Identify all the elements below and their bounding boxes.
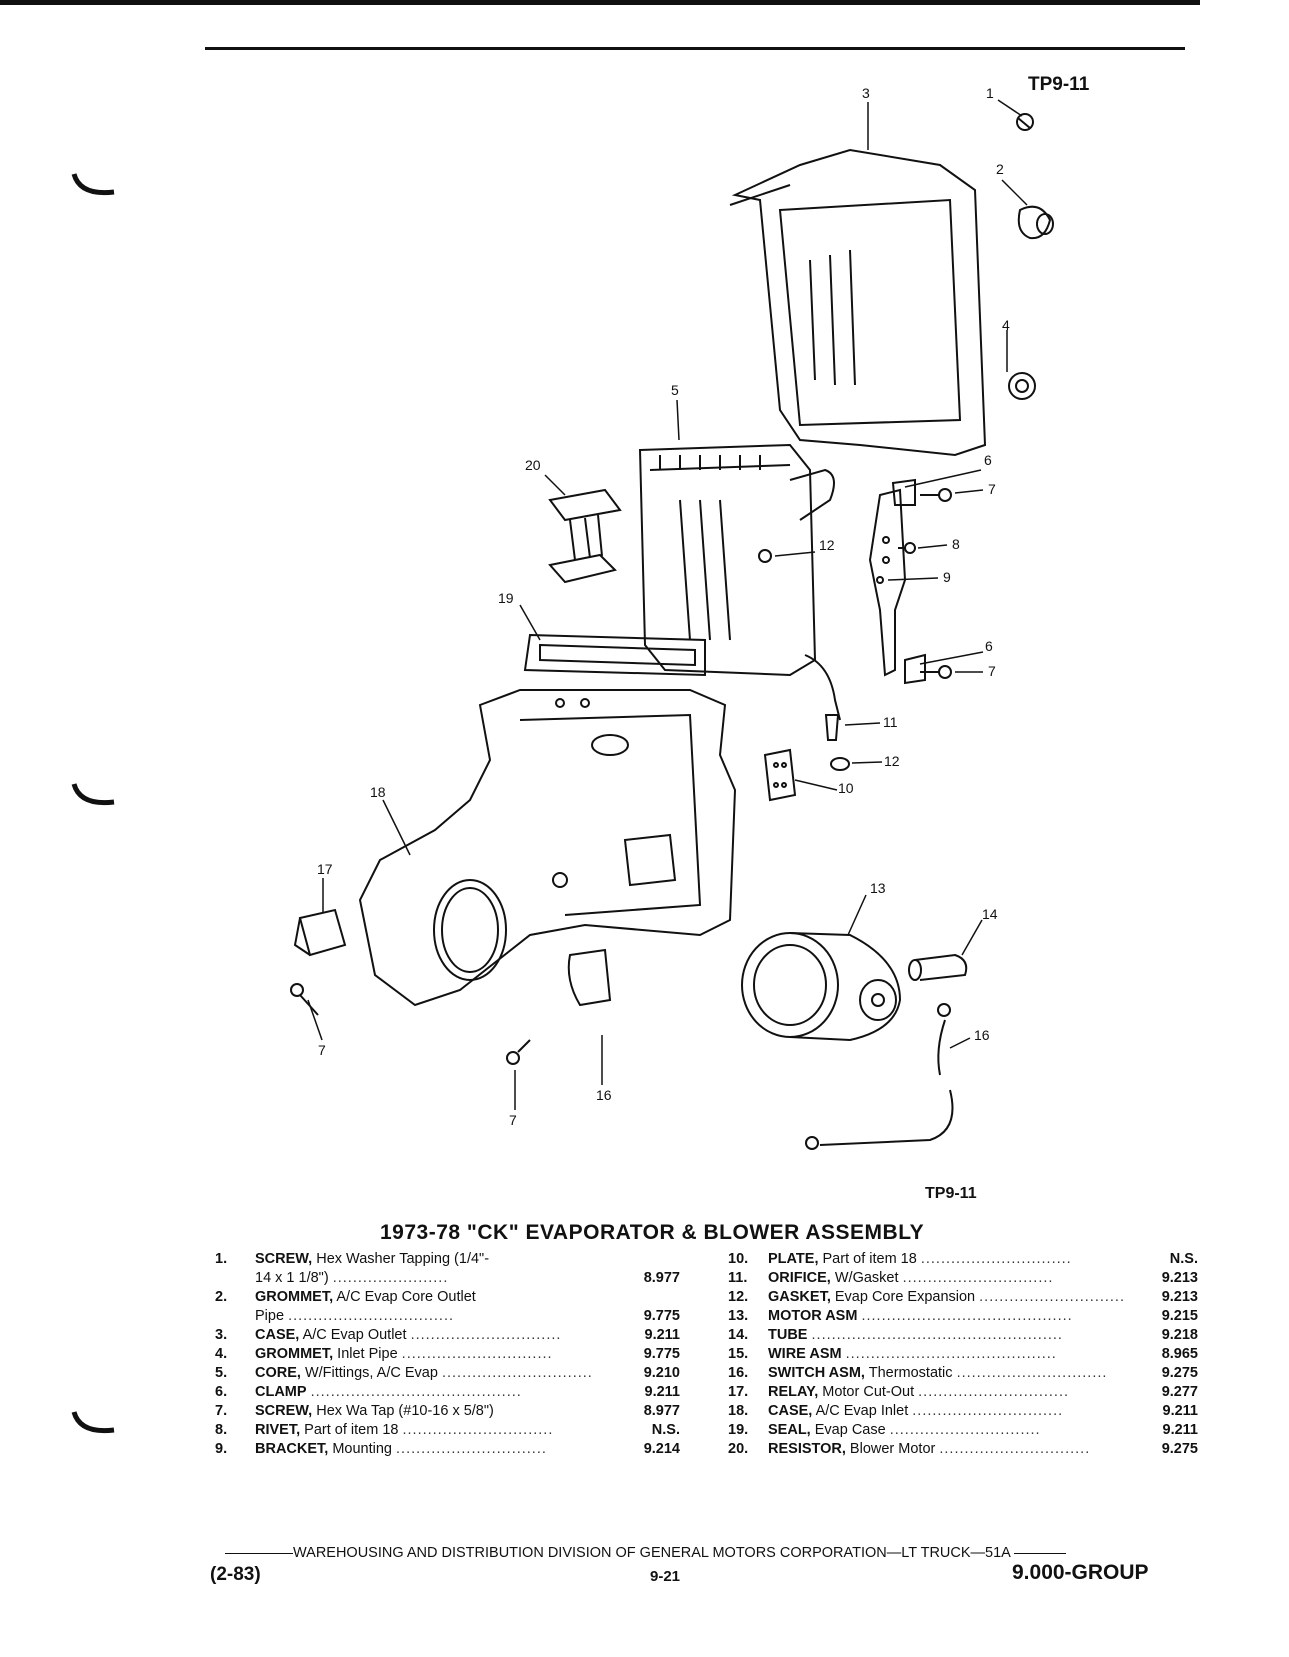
svg-text:11: 11 <box>883 714 898 730</box>
header-rule <box>205 47 1185 50</box>
svg-text:16: 16 <box>596 1087 612 1103</box>
svg-text:10: 10 <box>838 780 854 796</box>
plate-part-10 <box>763 748 797 802</box>
svg-text:12: 12 <box>819 537 835 553</box>
resistor-part-20 <box>548 488 622 584</box>
svg-text:17: 17 <box>317 861 333 877</box>
clamp-part-6 <box>904 653 926 685</box>
list-item: 1. SCREW, Hex Washer Tapping (1/4"-14 x … <box>215 1251 680 1286</box>
revision-date: (2-83) <box>210 1564 261 1585</box>
binder-hole-mark <box>71 1411 115 1434</box>
grommet-part-4 <box>1008 372 1036 400</box>
screw-part-1 <box>1016 113 1034 131</box>
relay-part-17 <box>293 908 347 957</box>
svg-text:18: 18 <box>370 784 386 800</box>
list-item: 19.SEAL, Evap Case .....................… <box>728 1422 1198 1438</box>
list-item: 16.SWITCH ASM, Thermostatic ............… <box>728 1365 1198 1381</box>
page-top-edge <box>0 0 1200 5</box>
svg-text:7: 7 <box>988 481 996 497</box>
svg-text:9: 9 <box>943 569 951 585</box>
list-item: 6.CLAMP ................................… <box>215 1384 680 1400</box>
blower-motor-part-13 <box>741 932 902 1042</box>
list-item: 18.CASE, A/C Evap Inlet ................… <box>728 1403 1198 1419</box>
mounting-bracket-part-9 <box>868 488 907 677</box>
page-number: 9-21 <box>650 1568 681 1585</box>
binder-hole-mark <box>71 173 115 196</box>
svg-text:2: 2 <box>996 161 1004 177</box>
clamp-part-6 <box>891 478 916 506</box>
exploded-assembly-diagram: 3 1 2 4 5 6 7 8 9 6 7 11 12 10 12 13 14 … <box>290 85 1054 1150</box>
list-item: 12.GASKET, Evap Core Expansion .........… <box>728 1289 1198 1305</box>
list-item: 14.TUBE ................................… <box>728 1327 1198 1343</box>
svg-text:4: 4 <box>1002 317 1010 333</box>
screw-part-7 <box>920 488 952 502</box>
figure-id-bottom: TP9-11 <box>925 1185 977 1202</box>
svg-text:12: 12 <box>884 753 900 769</box>
evap-outlet-case-part-3 <box>729 148 987 457</box>
screw-part-7 <box>506 1039 531 1065</box>
svg-text:16: 16 <box>974 1027 990 1043</box>
list-item: 17.RELAY, Motor Cut-Out ................… <box>728 1384 1198 1400</box>
evap-case-seal-part-19 <box>523 633 706 677</box>
evap-inlet-case-part-18 <box>358 689 737 1007</box>
list-item: 10.PLATE, Part of item 18 ..............… <box>728 1251 1198 1267</box>
rivet-part-8 <box>898 542 916 554</box>
screw-part-7 <box>290 983 319 1016</box>
svg-text:19: 19 <box>498 590 514 606</box>
evap-core-part-5 <box>638 443 841 721</box>
footer-publisher-line: WAREHOUSING AND DISTRIBUTION DIVISION OF… <box>225 1545 1067 1561</box>
svg-text:1: 1 <box>986 85 994 101</box>
svg-text:3: 3 <box>862 85 870 101</box>
figure-id-top: TP9-11 <box>1028 74 1090 95</box>
binder-hole-mark <box>71 783 115 806</box>
svg-text:7: 7 <box>318 1042 326 1058</box>
svg-text:5: 5 <box>671 382 679 398</box>
list-item: 15.WIRE ASM ............................… <box>728 1346 1198 1362</box>
parts-list-left: 1. SCREW, Hex Washer Tapping (1/4"-14 x … <box>215 1250 680 1459</box>
list-item: 20.RESISTOR, Blower Motor ..............… <box>728 1441 1198 1457</box>
svg-text:14: 14 <box>982 906 998 922</box>
gasket-part-12 <box>830 757 850 771</box>
list-item: 7.SCREW, Hex Wa Tap (#10-16 x 5/8")8.977 <box>215 1403 680 1419</box>
svg-text:8: 8 <box>952 536 960 552</box>
svg-text:7: 7 <box>988 663 996 679</box>
list-item: 5.CORE, W/Fittings, A/C Evap ...........… <box>215 1365 680 1381</box>
svg-text:20: 20 <box>525 457 541 473</box>
svg-text:6: 6 <box>985 638 993 654</box>
list-item: 3.CASE, A/C Evap Outlet ................… <box>215 1327 680 1343</box>
list-item: 9.BRACKET, Mounting ....................… <box>215 1441 680 1457</box>
list-item: 8.RIVET, Part of item 18 ...............… <box>215 1422 680 1438</box>
list-item: 4.GROMMET, Inlet Pipe ..................… <box>215 1346 680 1362</box>
screw-part-7 <box>920 665 952 679</box>
wire-asm-part-15 <box>805 1003 954 1150</box>
svg-text:7: 7 <box>509 1112 517 1128</box>
group-number: 9.000-GROUP <box>1012 1561 1149 1584</box>
svg-text:13: 13 <box>870 880 886 896</box>
orifice-part-11 <box>824 714 840 741</box>
grommet-part-2 <box>1017 205 1054 240</box>
tube-part-14 <box>908 953 968 981</box>
parts-list-right: 10.PLATE, Part of item 18 ..............… <box>728 1250 1198 1459</box>
list-item: 11.ORIFICE, W/Gasket ...................… <box>728 1270 1198 1286</box>
thermostatic-switch-part-16 <box>567 948 612 1007</box>
assembly-title: 1973-78 "CK" EVAPORATOR & BLOWER ASSEMBL… <box>380 1221 925 1244</box>
list-item: 13.MOTOR ASM ...........................… <box>728 1308 1198 1324</box>
svg-text:6: 6 <box>984 452 992 468</box>
